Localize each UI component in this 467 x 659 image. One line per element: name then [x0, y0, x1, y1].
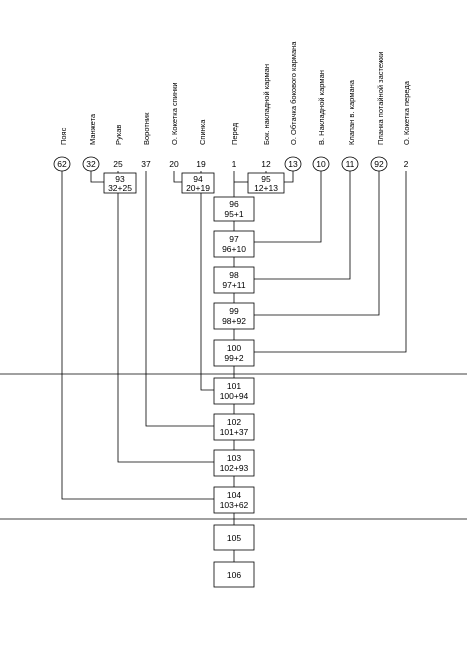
part-label-2: О. Кокетка переда: [402, 80, 411, 145]
box-96: [213, 196, 255, 222]
box-93: [103, 172, 137, 194]
part-number-20: 20: [169, 159, 179, 169]
box-94-bottom: 20+19: [186, 183, 210, 193]
link-2-100: [254, 171, 407, 353]
link-10-97: [254, 171, 322, 243]
link-11-98: [254, 171, 351, 280]
link-32-93: [90, 171, 104, 183]
box-102-bottom: 101+37: [220, 427, 249, 437]
link-20-94: [173, 171, 182, 183]
part-label-32: Манжета: [88, 113, 97, 145]
part-label-19: Спинка: [198, 119, 207, 145]
part-number-32: 32: [86, 159, 96, 169]
box-93-bottom: 32+25: [108, 183, 132, 193]
box-95-top: 95: [261, 174, 271, 184]
part-label-11: Клапан в. кармана: [347, 79, 356, 145]
box-97-bottom: 96+10: [222, 244, 246, 254]
part-labels: Пояс Манжета Рукав Воротник О. Кокетка с…: [59, 41, 411, 145]
box-99: [213, 302, 255, 330]
box-103: [213, 449, 255, 477]
box-98-bottom: 97+11: [222, 280, 246, 290]
box-102: [213, 413, 255, 441]
part-label-37: Воротник: [142, 112, 151, 145]
part-number-10: 10: [316, 159, 326, 169]
box-100-top: 100: [227, 343, 241, 353]
link-13-95: [284, 171, 294, 183]
box-105: [213, 524, 255, 551]
box-99-top: 99: [229, 306, 239, 316]
part-label-20: О. Кокетка спинки: [170, 82, 179, 145]
box-100: [213, 339, 255, 367]
box-101-bottom: 100+94: [220, 391, 249, 401]
part-number-1: 1: [232, 159, 237, 169]
box-104: [213, 486, 255, 514]
part-label-62: Пояс: [59, 127, 68, 145]
box-103-bottom: 102+93: [220, 463, 249, 473]
box-96-top: 96: [229, 199, 239, 209]
part-label-10: В. Накладной карман: [317, 70, 326, 145]
part-label-25: Рукав: [114, 125, 123, 145]
part-label-1: Перед: [230, 122, 239, 145]
box-101: [213, 377, 255, 405]
box-98: [213, 266, 255, 294]
part-label-12: Бок. накладной карман: [262, 64, 271, 145]
part-label-92: Планка потайной застежки: [376, 52, 385, 145]
box-104-bottom: 103+62: [220, 500, 249, 510]
part-number-circles: [53, 156, 388, 172]
box-97: [213, 230, 255, 258]
part-number-11: 11: [346, 159, 355, 169]
box-100-bottom: 99+2: [224, 353, 243, 363]
part-number-19: 19: [196, 159, 206, 169]
part-number-92: 92: [374, 159, 384, 169]
box-102-top: 102: [227, 417, 241, 427]
part-number-37: 37: [141, 159, 151, 169]
box-94: [181, 172, 215, 194]
box-106-top: 106: [227, 570, 241, 580]
box-106: [213, 561, 255, 588]
part-number-62: 62: [57, 159, 67, 169]
chain-boxes: 96 95+1 97 96+10 98 97+11 99 98+92 100 9…: [213, 196, 255, 588]
box-104-top: 104: [227, 490, 241, 500]
link-62-104: [61, 171, 214, 500]
box-93-top: 93: [115, 174, 125, 184]
box-94-top: 94: [193, 174, 203, 184]
part-number-25: 25: [113, 159, 123, 169]
link-93-103: [117, 192, 214, 463]
part-number-2: 2: [404, 159, 409, 169]
box-95-bottom: 12+13: [254, 183, 278, 193]
combination-boxes: 93 32+25 94 20+19 95 12+13: [103, 172, 285, 194]
box-96-bottom: 95+1: [224, 209, 243, 219]
box-99-bottom: 98+92: [222, 316, 246, 326]
part-numbers: 62 32 25 37 20 19 1 12 13 10 11 92 2: [57, 159, 408, 169]
box-105-top: 105: [227, 533, 241, 543]
link-92-99: [254, 171, 380, 316]
part-number-12: 12: [261, 159, 271, 169]
box-103-top: 103: [227, 453, 241, 463]
part-number-13: 13: [288, 159, 298, 169]
box-97-top: 97: [229, 234, 239, 244]
box-98-top: 98: [229, 270, 239, 280]
link-94-101: [200, 192, 214, 391]
box-95: [247, 172, 285, 194]
link-37-102: [145, 171, 214, 427]
box-101-top: 101: [227, 381, 241, 391]
part-label-13: О. Обтачка бокового кармана: [289, 41, 298, 145]
